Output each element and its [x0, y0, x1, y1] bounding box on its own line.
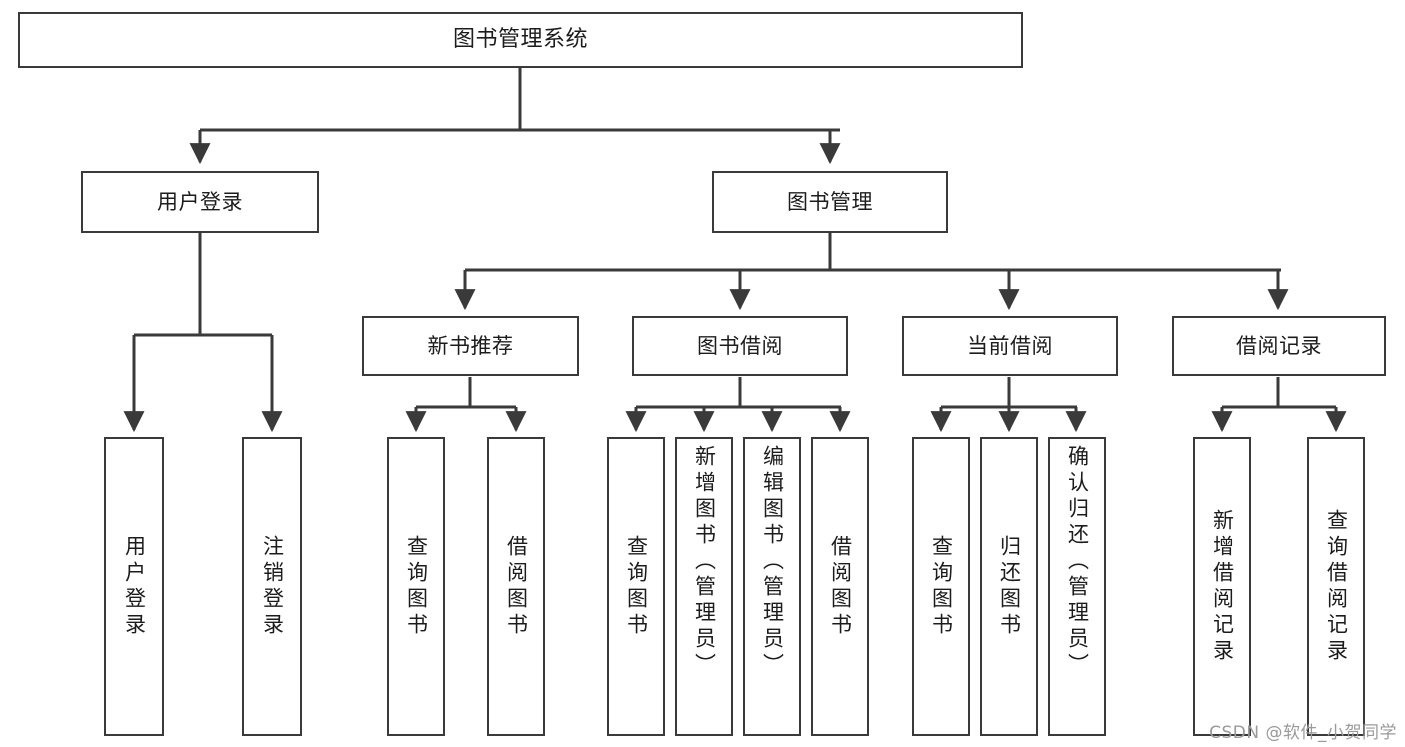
leaf-return-book[interactable]: 归还图书: [980, 437, 1038, 736]
node-root-label: 图书管理系统: [452, 27, 588, 53]
leaf-query-book-3-label: 查询图书: [929, 534, 954, 639]
node-root[interactable]: 图书管理系统: [18, 12, 1023, 68]
node-book-manage[interactable]: 图书管理: [712, 171, 948, 233]
leaf-add-book-label: 新增图书（管理员）: [692, 445, 717, 679]
leaf-borrow-book-2[interactable]: 借阅图书: [811, 437, 869, 736]
node-current-borrow-label: 当前借阅: [967, 333, 1053, 358]
node-book-manage-label: 图书管理: [787, 189, 873, 214]
leaf-confirm-return[interactable]: 确认归还（管理员）: [1048, 437, 1106, 736]
leaf-borrow-book-2-label: 借阅图书: [828, 534, 853, 639]
node-new-book-recommend-label: 新书推荐: [427, 333, 514, 358]
leaf-return-book-label: 归还图书: [997, 534, 1022, 639]
leaf-borrow-book-1[interactable]: 借阅图书: [487, 437, 545, 736]
node-new-book-recommend[interactable]: 新书推荐: [362, 316, 579, 376]
leaf-edit-book[interactable]: 编辑图书（管理员）: [743, 437, 801, 736]
leaf-add-record[interactable]: 新增借阅记录: [1193, 437, 1251, 736]
node-book-borrow[interactable]: 图书借阅: [632, 316, 848, 376]
node-book-borrow-label: 图书借阅: [697, 333, 783, 358]
leaf-query-book-3[interactable]: 查询图书: [912, 437, 970, 736]
leaf-user-login[interactable]: 用户登录: [104, 437, 164, 736]
leaf-add-record-label: 新增借阅记录: [1210, 508, 1235, 665]
leaf-query-book-1[interactable]: 查询图书: [387, 437, 445, 736]
node-user-login-label: 用户登录: [157, 189, 243, 214]
leaf-query-book-1-label: 查询图书: [404, 534, 429, 639]
node-current-borrow[interactable]: 当前借阅: [902, 316, 1118, 376]
leaf-query-book-2[interactable]: 查询图书: [607, 437, 665, 736]
leaf-borrow-book-1-label: 借阅图书: [504, 534, 529, 639]
leaf-add-book[interactable]: 新增图书（管理员）: [675, 437, 733, 736]
leaf-query-record-label: 查询借阅记录: [1324, 508, 1349, 665]
node-borrow-record[interactable]: 借阅记录: [1172, 316, 1386, 376]
leaf-confirm-return-label: 确认归还（管理员）: [1065, 445, 1090, 679]
leaf-user-login-label: 用户登录: [122, 534, 147, 639]
leaf-query-record[interactable]: 查询借阅记录: [1307, 437, 1365, 736]
leaf-logout-label: 注销登录: [260, 534, 285, 639]
watermark: CSDN @软件_小贺同学: [1209, 723, 1397, 743]
node-borrow-record-label: 借阅记录: [1236, 333, 1322, 358]
node-user-login[interactable]: 用户登录: [81, 171, 319, 233]
leaf-logout[interactable]: 注销登录: [242, 437, 302, 736]
leaf-edit-book-label: 编辑图书（管理员）: [760, 445, 785, 679]
leaf-query-book-2-label: 查询图书: [624, 534, 649, 639]
